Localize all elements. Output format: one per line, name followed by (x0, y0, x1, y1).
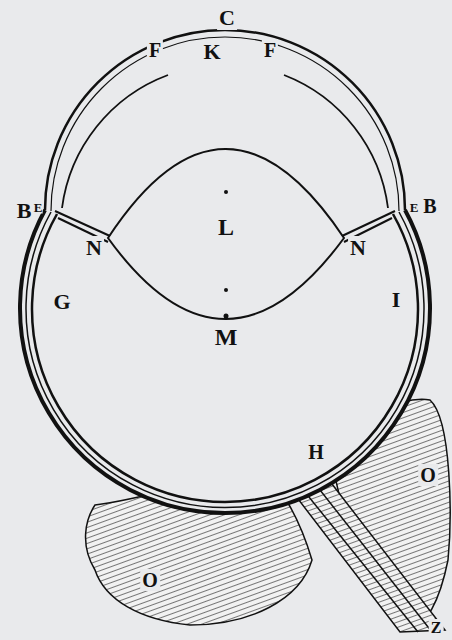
part-letter: E (410, 201, 419, 214)
part-letter: C (217, 6, 237, 30)
part-letter: F (262, 39, 278, 61)
part-letter: G (51, 290, 72, 314)
point-marks (224, 190, 229, 319)
part-letter: M (213, 324, 240, 350)
part-letter: B (15, 199, 34, 223)
part-letter: O (140, 569, 160, 591)
part-letter: F (147, 39, 163, 61)
part-letter: I (390, 288, 403, 312)
part-letter: H (306, 441, 326, 463)
aqueous-boundary (62, 75, 388, 208)
part-letter: N (348, 236, 368, 260)
part-letter: E (34, 201, 43, 214)
crystalline-lens (108, 149, 344, 319)
part-letter: K (201, 40, 222, 64)
part-letter: B (421, 195, 438, 217)
part-letter: N (84, 236, 104, 260)
eye-coats (20, 210, 430, 513)
part-letter: Z (429, 619, 444, 637)
part-letter: L (216, 214, 236, 240)
cornea (45, 30, 405, 211)
part-letter: O (418, 464, 438, 486)
